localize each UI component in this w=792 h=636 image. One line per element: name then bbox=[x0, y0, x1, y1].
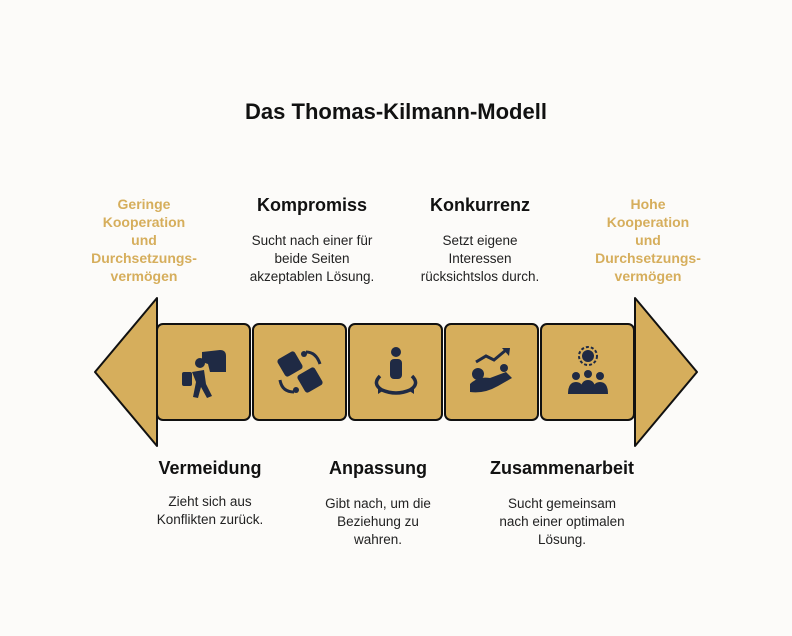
left-axis-label: Geringe Kooperation und Durchsetzungs- v… bbox=[79, 195, 209, 285]
segment-box-kompromiss bbox=[252, 323, 347, 421]
style-heading-zusammenarbeit: Zusammenarbeit bbox=[489, 458, 635, 478]
diagram-title: Das Thomas-Kilmann-Modell bbox=[245, 99, 547, 124]
right-label-line: Durchsetzungs- bbox=[595, 250, 701, 266]
desc-line: Sucht nach einer für bbox=[251, 233, 373, 248]
handshake-puzzle-icon bbox=[277, 350, 323, 394]
right-label-line: und bbox=[635, 232, 661, 248]
desc-line: Interessen bbox=[448, 251, 512, 266]
desc-line: Beziehung zu bbox=[337, 514, 419, 529]
desc-line: Lösung. bbox=[537, 532, 587, 547]
person-avoiding-icon bbox=[182, 350, 226, 398]
right-arrowhead bbox=[634, 297, 698, 447]
desc-line: Gibt nach, um die bbox=[325, 496, 431, 511]
style-description-kompromiss: Sucht nach einer für beide Seiten akzept… bbox=[222, 232, 402, 286]
desc-line: Zieht sich aus bbox=[168, 494, 252, 509]
desc-line: akzeptablen Lösung. bbox=[249, 269, 375, 284]
right-axis-label: Hohe Kooperation und Durchsetzungs- verm… bbox=[583, 195, 713, 285]
left-label-line: Kooperation bbox=[102, 214, 186, 230]
desc-line: nach einer optimalen bbox=[499, 514, 625, 529]
style-heading-vermeidung: Vermeidung bbox=[158, 458, 262, 478]
person-adapting-icon bbox=[374, 347, 418, 395]
right-label-line: Kooperation bbox=[606, 214, 690, 230]
segment-box-konkurrenz bbox=[444, 323, 539, 421]
style-description-zusammenarbeit: Sucht gemeinsam nach einer optimalen Lös… bbox=[462, 495, 662, 549]
competition-icon bbox=[470, 348, 512, 393]
left-label-line: vermögen bbox=[110, 268, 178, 284]
team-collaboration-icon bbox=[568, 346, 608, 394]
left-arrowhead bbox=[94, 297, 158, 447]
style-heading-konkurrenz: Konkurrenz bbox=[429, 195, 530, 215]
style-description-konkurrenz: Setzt eigene Interessen rücksichtslos du… bbox=[390, 232, 570, 286]
style-description-vermeidung: Zieht sich aus Konflikten zurück. bbox=[120, 493, 300, 529]
style-description-anpassung: Gibt nach, um die Beziehung zu wahren. bbox=[288, 495, 468, 549]
desc-line: Konflikten zurück. bbox=[156, 512, 264, 527]
right-label-line: vermögen bbox=[614, 268, 682, 284]
desc-line: beide Seiten bbox=[274, 251, 350, 266]
desc-line: Sucht gemeinsam bbox=[507, 496, 617, 511]
style-heading-kompromiss: Kompromiss bbox=[256, 195, 368, 215]
left-label-line: Geringe bbox=[117, 196, 171, 212]
right-label-line: Hohe bbox=[630, 196, 666, 212]
desc-line: wahren. bbox=[353, 532, 403, 547]
style-heading-anpassung: Anpassung bbox=[328, 458, 427, 478]
left-label-line: und bbox=[131, 232, 157, 248]
desc-line: rücksichtslos durch. bbox=[420, 269, 540, 284]
left-label-line: Durchsetzungs- bbox=[91, 250, 197, 266]
desc-line: Setzt eigene bbox=[442, 233, 518, 248]
